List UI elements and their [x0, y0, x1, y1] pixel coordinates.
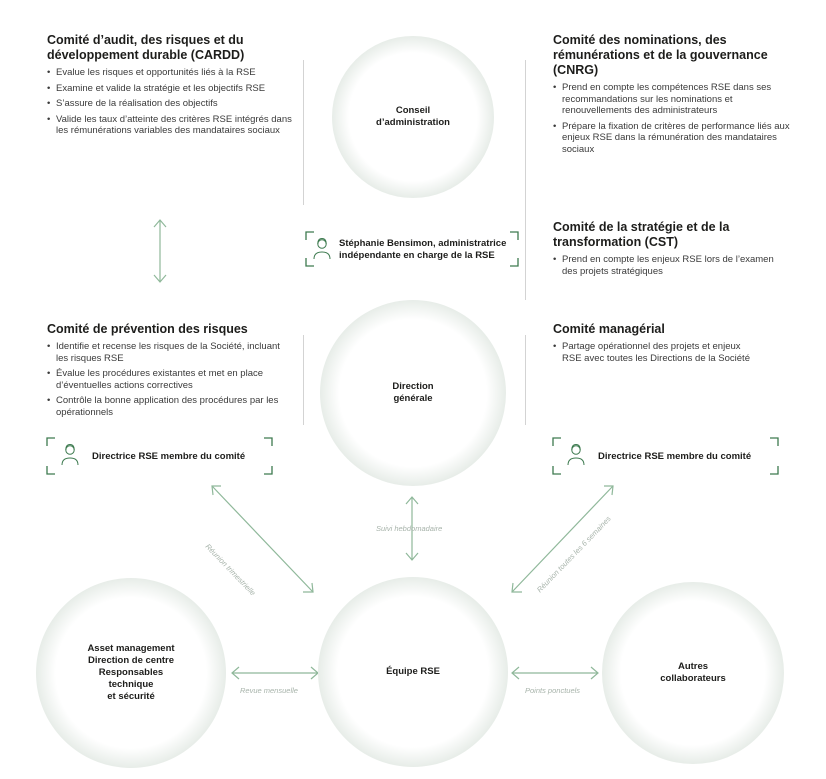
others-label: Autres collaborateurs: [660, 661, 726, 684]
list-item: Évalue les procédures existantes et met …: [47, 368, 287, 391]
person-icon: [313, 238, 331, 260]
arrow-monthly: [231, 666, 319, 680]
arrow-six-weeks: [511, 485, 614, 593]
asset-label: Asset management Direction de centre Res…: [87, 643, 175, 702]
list-item: Evalue les risques et opportunités liés …: [47, 67, 292, 79]
prevention-list: Identifie et recense les risques de la S…: [47, 341, 287, 418]
person-icon: [61, 444, 79, 466]
person-icon: [567, 444, 585, 466]
list-item: Partage opérationnel des projets et enje…: [553, 341, 753, 364]
list-item: Identifie et recense les risques de la S…: [47, 341, 287, 364]
managerial-list: Partage opérationnel des projets et enje…: [553, 341, 753, 364]
list-item: Valide les taux d’atteinte des critères …: [47, 114, 292, 137]
board-label: Conseil d’administration: [376, 105, 450, 128]
list-item: Prépare la fixation de critères de perfo…: [553, 121, 793, 156]
director-left-label: Directrice RSE membre du comité: [92, 451, 246, 462]
bracket-director-right: [552, 437, 779, 475]
circle-rse-team: Équipe RSE: [318, 577, 508, 767]
arrow-quarterly: [211, 485, 314, 593]
bracket-director-left: [46, 437, 273, 475]
cst-list: Prend en compte les enjeux RSE lors de l…: [553, 254, 783, 277]
cardd-list: Evalue les risques et opportunités liés …: [47, 67, 292, 137]
list-item: Contrôle la bonne application des procéd…: [47, 395, 287, 418]
cardd-title: Comité d’audit, des risques et du dévelo…: [47, 33, 245, 62]
divider-left-mid: [303, 335, 304, 425]
edge-label-occasional: Points ponctuels: [525, 686, 581, 695]
managerial-title: Comité managérial: [553, 322, 665, 336]
circle-others: Autres collaborateurs: [602, 582, 784, 764]
cnrg-block: Comité des nominations, des rémunération…: [553, 33, 793, 155]
arrow-occasional: [511, 666, 599, 680]
cardd-block: Comité d’audit, des risques et du dévelo…: [47, 33, 292, 137]
circle-asset-management: Asset management Direction de centre Res…: [36, 578, 226, 768]
list-item: Prend en compte les compétences RSE dans…: [553, 82, 793, 117]
circle-management: Direction générale: [320, 300, 506, 486]
bracket-administrator: [305, 231, 519, 267]
divider-right-mid: [525, 335, 526, 425]
edge-label-monthly: Revue mensuelle: [240, 686, 298, 695]
prevention-title: Comité de prévention des risques: [47, 322, 248, 336]
rse-team-label: Équipe RSE: [386, 666, 440, 677]
divider-left-top: [303, 60, 304, 205]
cst-title: Comité de la stratégie et de la transfor…: [553, 220, 730, 249]
cst-block: Comité de la stratégie et de la transfor…: [553, 220, 783, 277]
managerial-block: Comité managérial Partage opérationnel d…: [553, 322, 753, 364]
prevention-block: Comité de prévention des risques Identif…: [47, 322, 287, 418]
divider-right-top: [525, 60, 526, 300]
list-item: Prend en compte les enjeux RSE lors de l…: [553, 254, 783, 277]
cnrg-title: Comité des nominations, des rémunération…: [553, 33, 768, 77]
cnrg-list: Prend en compte les compétences RSE dans…: [553, 82, 793, 155]
circle-board: Conseil d’administration: [332, 36, 494, 198]
edge-label-weekly: Suivi hebdomadaire: [376, 524, 443, 533]
arrow-weekly: [405, 496, 419, 561]
administrator-label: Stéphanie Bensimon, administratrice indé…: [339, 238, 507, 261]
management-label: Direction générale: [392, 381, 434, 404]
list-item: Examine et valide la stratégie et les ob…: [47, 83, 292, 95]
arrow-cardd-prevention: [153, 219, 167, 283]
list-item: S’assure de la réalisation des objectifs: [47, 98, 292, 110]
director-right-label: Directrice RSE membre du comité: [598, 451, 752, 462]
